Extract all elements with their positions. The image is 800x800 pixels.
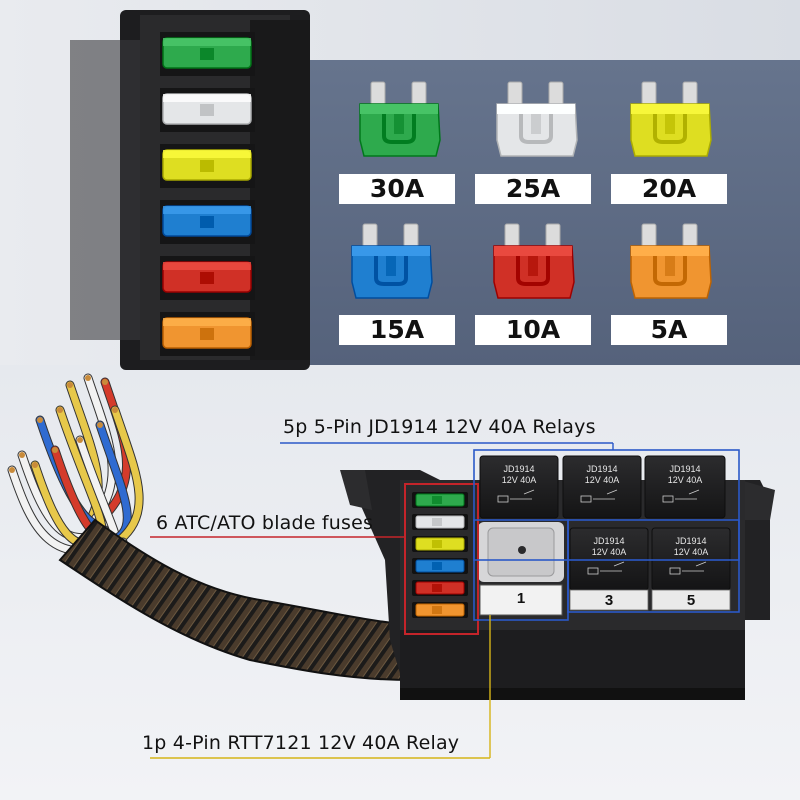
relay-model: JD1914	[586, 464, 618, 474]
relay-spec: 12V 40A	[591, 547, 627, 557]
callout-blade-fuses: 6 ATC/ATO blade fuses	[156, 512, 374, 534]
box-fuse-column	[412, 492, 468, 618]
relay-model: JD1914	[669, 464, 701, 474]
relay-spec: 12V 40A	[673, 547, 709, 557]
relay-spec: 12V 40A	[584, 475, 620, 485]
fuse-rating-label: 30A	[339, 174, 455, 204]
fuse-20a	[627, 80, 717, 160]
relay-spec: 12V 40A	[667, 475, 703, 485]
fuse-25a	[493, 80, 583, 160]
fuse-5a	[627, 222, 717, 302]
fuse-rating-label: 20A	[611, 174, 727, 204]
relay-blocks	[479, 455, 731, 611]
small-relay-number: 1	[516, 590, 526, 607]
fuse-10a	[490, 222, 580, 302]
callout-5pin-relays: 5p 5-Pin JD1914 12V 40A Relays	[283, 416, 596, 438]
relay-model: JD1914	[675, 536, 707, 546]
fuse-rating-label: 5A	[611, 315, 727, 345]
relay-spec: 12V 40A	[501, 475, 537, 485]
relay-number-3: 3	[604, 592, 614, 609]
relay-model: JD1914	[593, 536, 625, 546]
callout-4pin-relay: 1p 4-Pin RTT7121 12V 40A Relay	[142, 732, 460, 754]
wire-bundle	[7, 373, 144, 556]
fuse-30a	[356, 80, 446, 160]
fuse-rating-label: 25A	[475, 174, 591, 204]
relay-model: JD1914	[503, 464, 535, 474]
relay-number-5: 5	[686, 592, 696, 609]
fuse-rating-label: 15A	[339, 315, 455, 345]
fuse-rating-label: 10A	[475, 315, 591, 345]
fuse-15a	[348, 222, 438, 302]
